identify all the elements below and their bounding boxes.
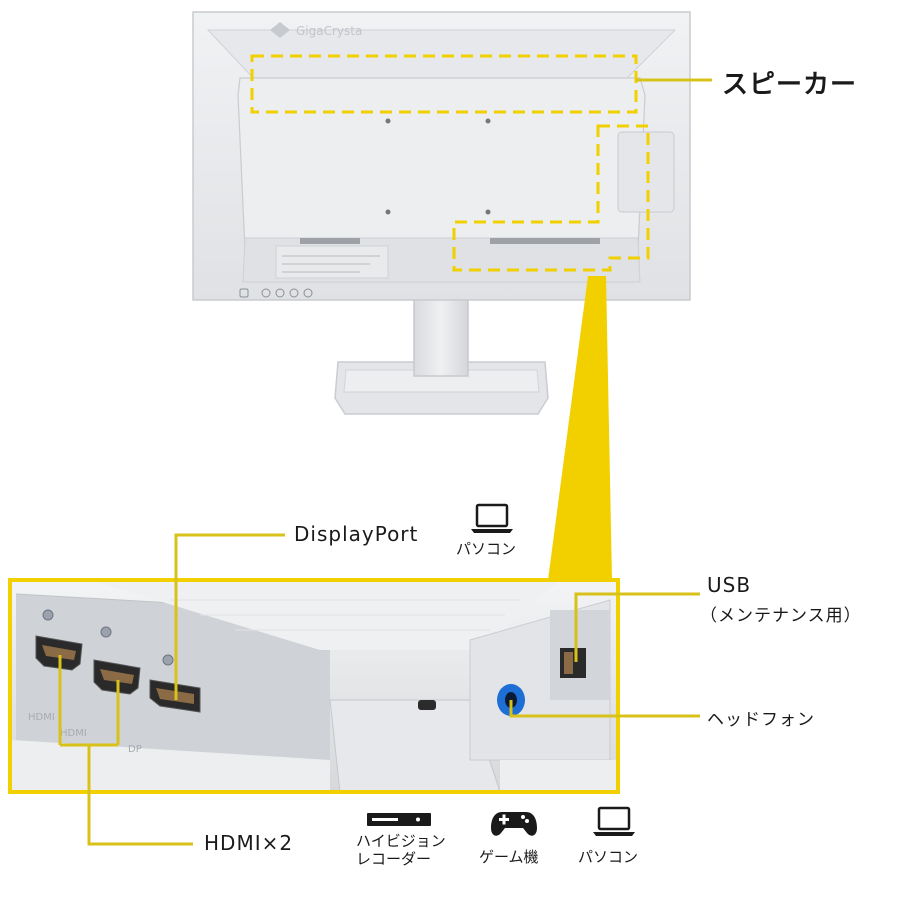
rear-panel — [237, 77, 646, 251]
recorder-label-line2: レコーダー — [356, 850, 432, 868]
brand-logo: GigaCrysta — [270, 22, 362, 38]
displayport-label: DisplayPort — [294, 522, 419, 546]
svg-text:DP: DP — [128, 744, 142, 755]
game-label: ゲーム機 — [479, 848, 539, 866]
recorder-icon — [367, 813, 431, 826]
dp-device-label: パソコン — [456, 540, 517, 558]
usb-sublabel: （メンテナンス用） — [700, 606, 862, 626]
svg-text:HDMI: HDMI — [60, 728, 87, 739]
usb-leader — [574, 592, 700, 662]
laptop-icon — [471, 503, 513, 533]
hdmi-leader — [87, 745, 193, 846]
recorder-label-line1: ハイビジョン — [356, 832, 446, 850]
svg-text:GigaCrysta: GigaCrysta — [296, 24, 362, 38]
callout-lines — [58, 533, 700, 846]
ports-highlight — [452, 124, 650, 272]
gamepad-icon — [491, 812, 537, 836]
speaker-label: スピーカー — [722, 70, 858, 100]
hdmi-pc-label: パソコン — [578, 848, 639, 866]
hdmi-port-2 — [93, 659, 141, 695]
monitor-rear-view: GigaCrysta — [192, 11, 712, 415]
usb-label: USB — [707, 573, 752, 597]
zoom-funnel — [548, 276, 612, 580]
displayport-leader — [174, 533, 285, 700]
usb-port — [560, 648, 586, 678]
headphone-leader — [509, 700, 700, 718]
svg-text:HDMI: HDMI — [28, 712, 55, 723]
control-buttons — [239, 288, 313, 298]
laptop-icon — [593, 806, 635, 836]
hdmi-port-1 — [35, 635, 83, 671]
ports-closeup: HDMI HDMI DP — [8, 578, 620, 794]
hdmi-label: HDMI×2 — [204, 831, 294, 855]
speaker-highlight — [250, 54, 638, 114]
headphone-label: ヘッドフォン — [707, 710, 815, 730]
